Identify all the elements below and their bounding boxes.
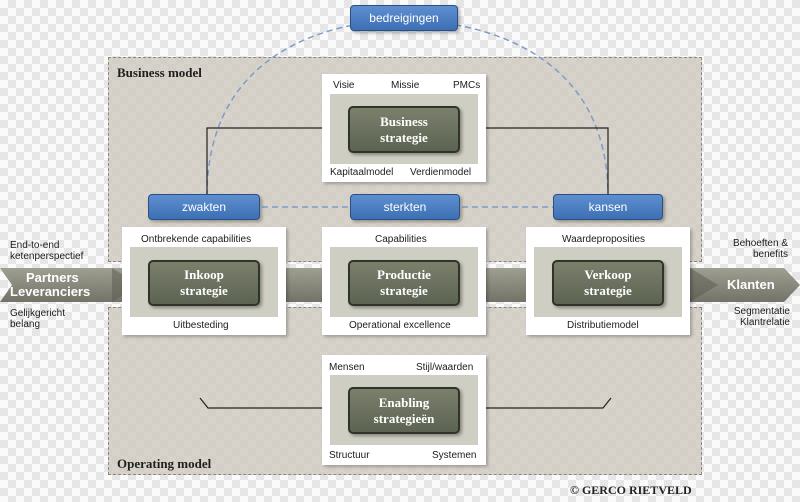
behoeften-line1: Behoeften & [732, 238, 788, 249]
segmentatie-line2: Klantrelatie [739, 317, 790, 328]
business-strategy-line2: strategie [380, 129, 428, 145]
copyright-text: © GERCO RIETVELD [570, 483, 692, 497]
end-to-end-label: End-to-end ketenperspectief [10, 240, 83, 262]
business-strategy-line1: Business [380, 113, 428, 129]
partners-label: Partners [26, 270, 79, 285]
behoeften-line2: benefits [752, 249, 788, 260]
klanten-label: Klanten [727, 277, 775, 292]
verkoop-strategy-line1: Verkoop [584, 267, 632, 282]
productie-strategy-line1: Productie [377, 267, 431, 282]
gelijkgericht-label: Gelijkgericht belang [10, 308, 65, 330]
business-strategy-box: Business strategie [348, 106, 460, 153]
verdienmodel-label: Verdienmodel [410, 167, 472, 178]
verkoop-strategy-box: Verkoop strategie [552, 260, 664, 306]
pmcs-label: PMCs [453, 80, 481, 91]
zwakten-label: zwakten [148, 194, 260, 220]
structuur-label: Structuur [329, 450, 370, 461]
verkoop-strategy-line2: strategie [584, 283, 632, 298]
distributiemodel-label: Distributiemodel [567, 320, 639, 331]
uitbesteding-label: Uitbesteding [173, 320, 229, 331]
enabling-strategy-line2: strategieën [373, 410, 435, 426]
stijl-waarden-label: Stijl/waarden [416, 362, 474, 373]
gelijkgericht-line2: belang [10, 319, 41, 330]
visie-label: Visie [333, 80, 355, 91]
productie-strategy-line2: strategie [380, 283, 428, 298]
enabling-strategy-line1: Enabling [378, 394, 430, 410]
kansen-label: kansen [553, 194, 663, 220]
kapitaalmodel-label: Kapitaalmodel [330, 167, 394, 178]
inkoop-strategy-line2: strategie [180, 283, 228, 298]
business-connector [206, 127, 330, 196]
behoeften-label: Behoeften & benefits [733, 238, 788, 260]
leveranciers-label: Leveranciers [10, 284, 91, 299]
operating-model-label: Operating model [117, 456, 212, 471]
business-connector-right [485, 127, 609, 196]
enabling-bracket-right [485, 397, 612, 409]
inkoop-strategy-line1: Inkoop [184, 267, 224, 282]
segmentatie-line1: Segmentatie [733, 306, 790, 317]
operational-excellence-label: Operational excellence [349, 320, 451, 331]
missie-label: Missie [391, 80, 420, 91]
ontbrekende-capabilities-label: Ontbrekende capabilities [141, 234, 252, 245]
end-to-end-line2: ketenperspectief [10, 251, 84, 262]
capabilities-label: Capabilities [375, 234, 427, 245]
business-model-label: Business model [117, 65, 202, 80]
systemen-label: Systemen [432, 450, 477, 461]
gelijkgericht-line1: Gelijkgericht [10, 308, 66, 319]
productie-strategy-box: Productie strategie [348, 260, 460, 306]
bedreigingen-label: bedreigingen [350, 5, 458, 31]
mensen-label: Mensen [329, 362, 365, 373]
segmentatie-label: Segmentatie Klantrelatie [734, 306, 790, 328]
enabling-bracket [199, 397, 330, 409]
enabling-strategy-box: Enabling strategieën [348, 387, 460, 434]
threat-arc [206, 19, 609, 197]
waardeproposities-label: Waardeproposities [562, 234, 646, 245]
inkoop-strategy-box: Inkoop strategie [148, 260, 260, 306]
sterkten-label: sterkten [350, 194, 460, 220]
end-to-end-line1: End-to-end [10, 240, 60, 251]
